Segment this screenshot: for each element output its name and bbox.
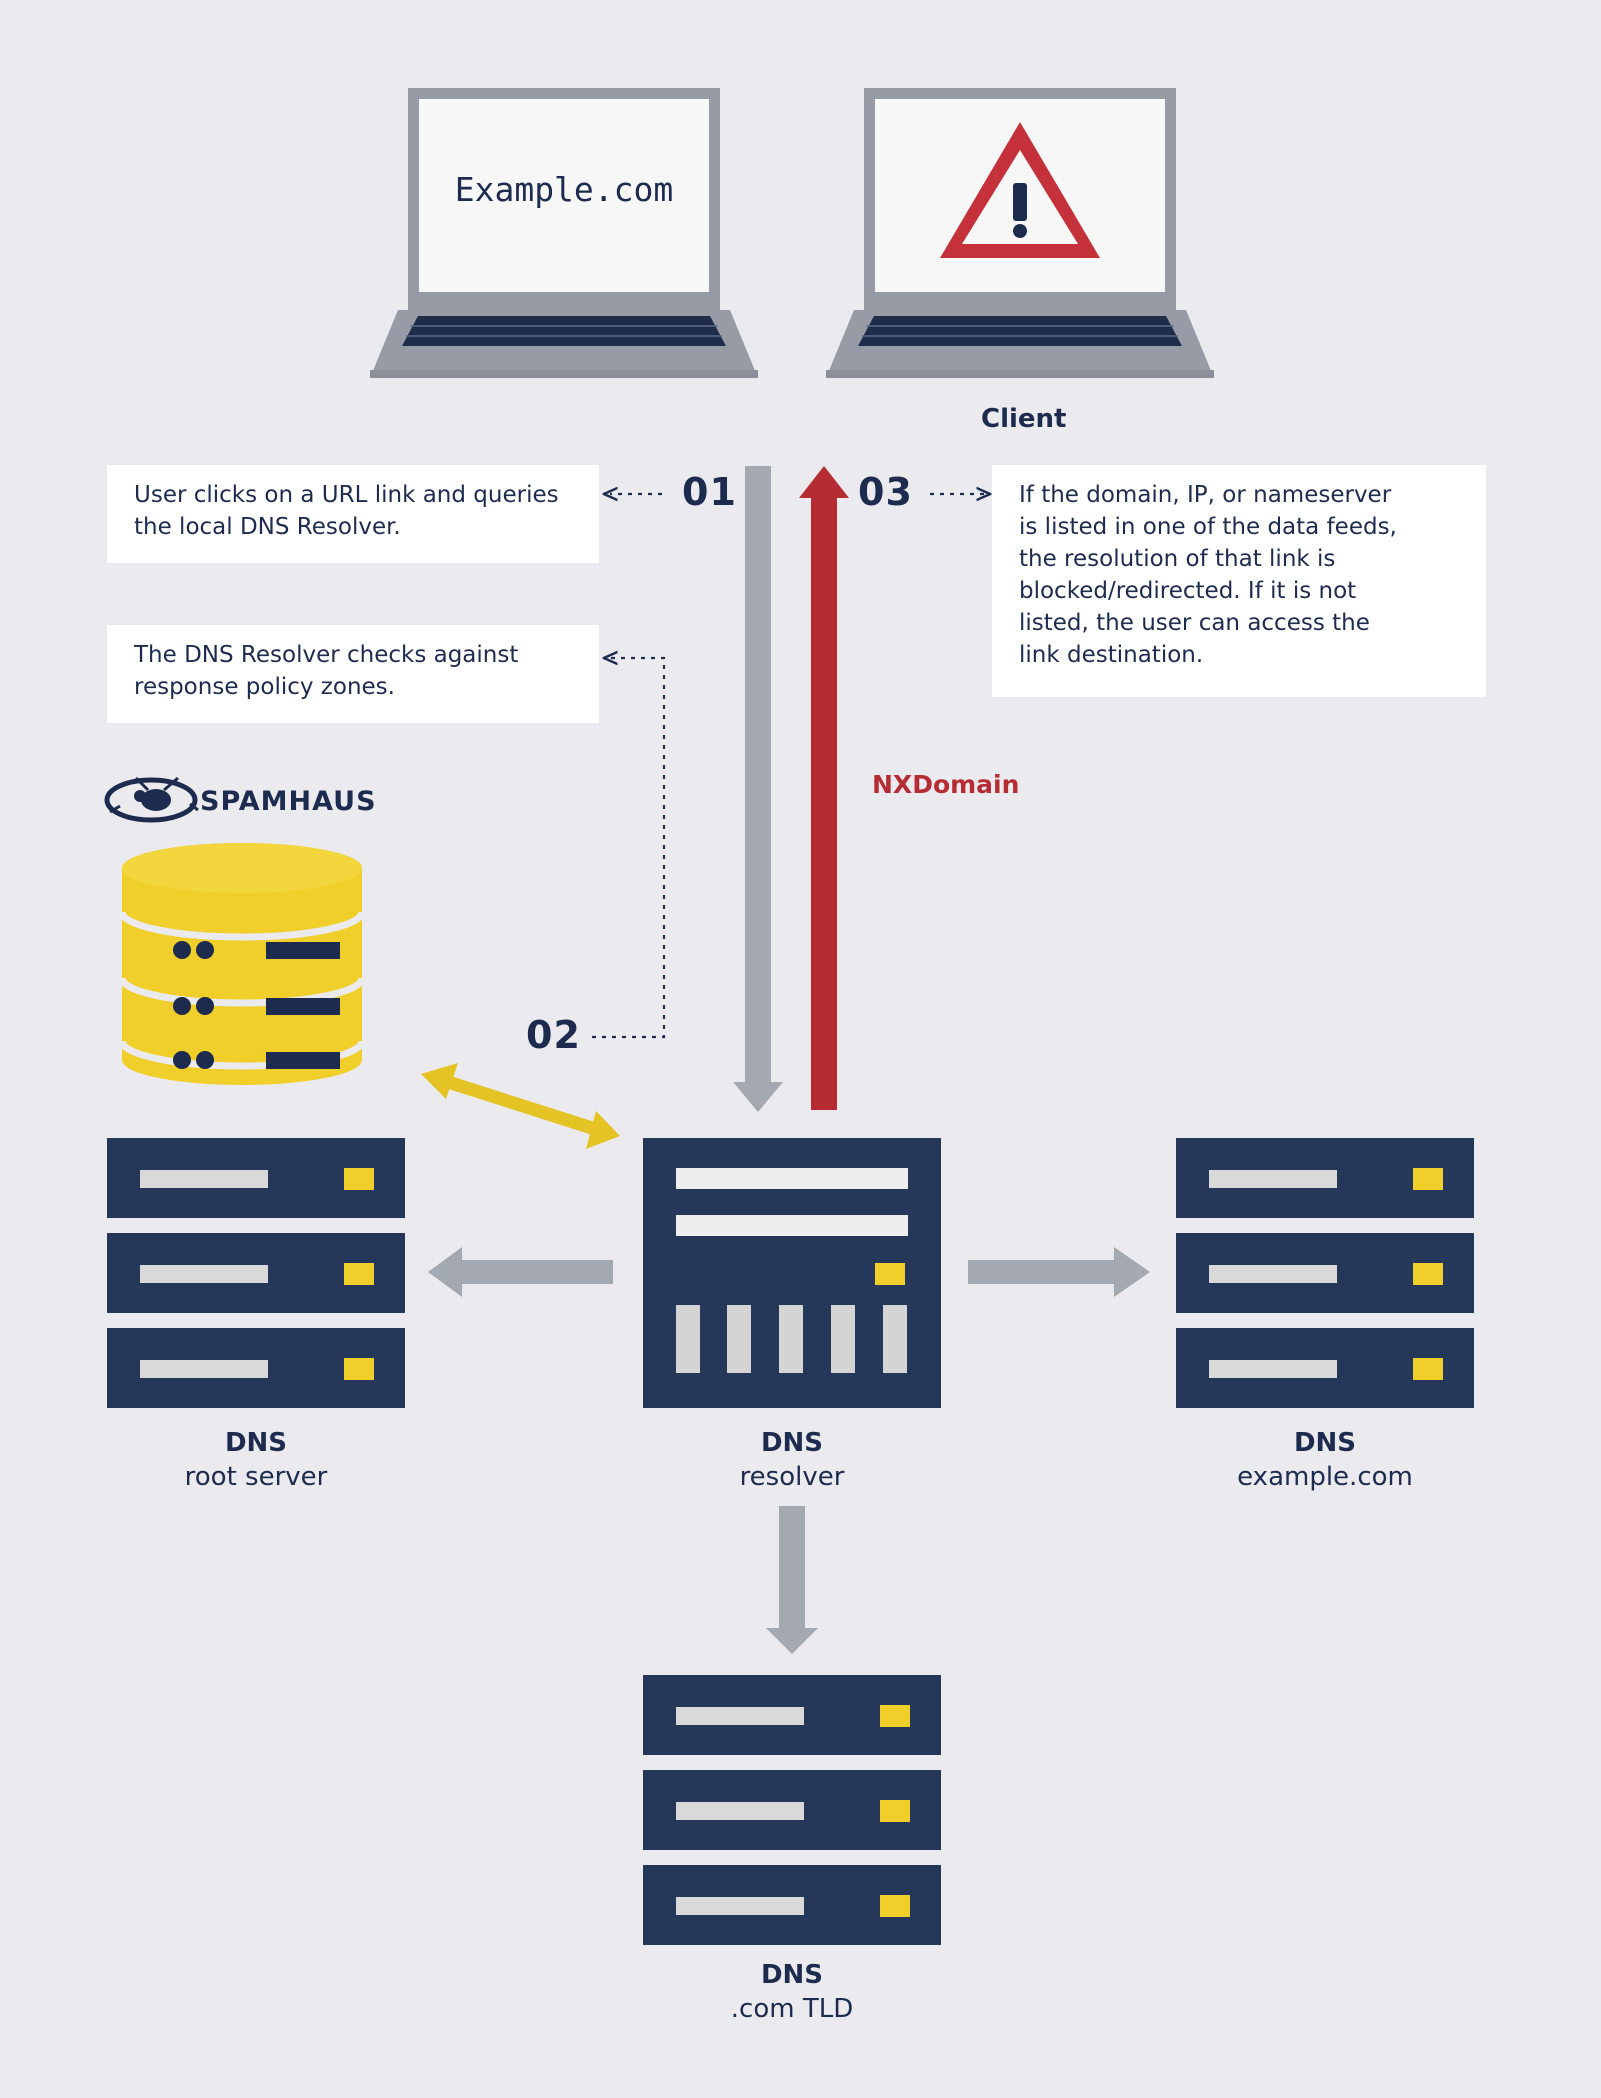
root-server-caption: DNS root server bbox=[96, 1426, 416, 1494]
step1-note: User clicks on a URL link and queries th… bbox=[107, 465, 599, 563]
client-label: Client bbox=[981, 404, 1067, 434]
dns-tld-server-icon bbox=[643, 1675, 941, 1945]
resolver-subtitle: resolver bbox=[739, 1462, 845, 1492]
dns-example-server-icon bbox=[1176, 1138, 1474, 1408]
example-server-caption: DNS example.com bbox=[1165, 1426, 1485, 1494]
laptop-screen-url: Example.com bbox=[454, 170, 674, 209]
to-example-arrow bbox=[968, 1247, 1150, 1297]
resolver-title: DNS bbox=[760, 1428, 824, 1458]
warning-triangle-icon bbox=[940, 122, 1100, 258]
laptop-left-icon bbox=[370, 88, 758, 378]
tld-server-caption: DNS .com TLD bbox=[632, 1958, 952, 2026]
step3-note: If the domain, IP, or nameserver is list… bbox=[992, 465, 1486, 697]
root-server-subtitle: root server bbox=[184, 1462, 328, 1492]
tld-server-title: DNS bbox=[760, 1960, 824, 1990]
dns-root-server-icon bbox=[107, 1138, 405, 1408]
step1-number: 01 bbox=[682, 470, 737, 514]
nxdomain-label: NXDomain bbox=[872, 770, 1020, 799]
database-icon bbox=[118, 843, 366, 1085]
rpz-check-double-arrow bbox=[421, 1063, 620, 1149]
dns-resolver-icon bbox=[643, 1138, 941, 1408]
to-root-arrow bbox=[428, 1247, 613, 1297]
example-server-title: DNS bbox=[1293, 1428, 1357, 1458]
spamhaus-brand-name: SPAMHAUS bbox=[200, 786, 377, 817]
step2-connector bbox=[592, 658, 666, 1039]
root-server-title: DNS bbox=[224, 1428, 288, 1458]
step3-number: 03 bbox=[858, 470, 913, 514]
resolver-caption: DNS resolver bbox=[632, 1426, 952, 1494]
step2-number: 02 bbox=[526, 1013, 581, 1057]
to-tld-arrow bbox=[766, 1506, 818, 1654]
query-arrow bbox=[733, 466, 783, 1112]
tld-server-subtitle: .com TLD bbox=[730, 1994, 854, 2024]
example-server-subtitle: example.com bbox=[1237, 1462, 1413, 1492]
step2-note: The DNS Resolver checks against response… bbox=[107, 625, 599, 723]
nxdomain-response-arrow bbox=[799, 466, 849, 1110]
spamhaus-bee-logo-icon bbox=[104, 776, 199, 823]
